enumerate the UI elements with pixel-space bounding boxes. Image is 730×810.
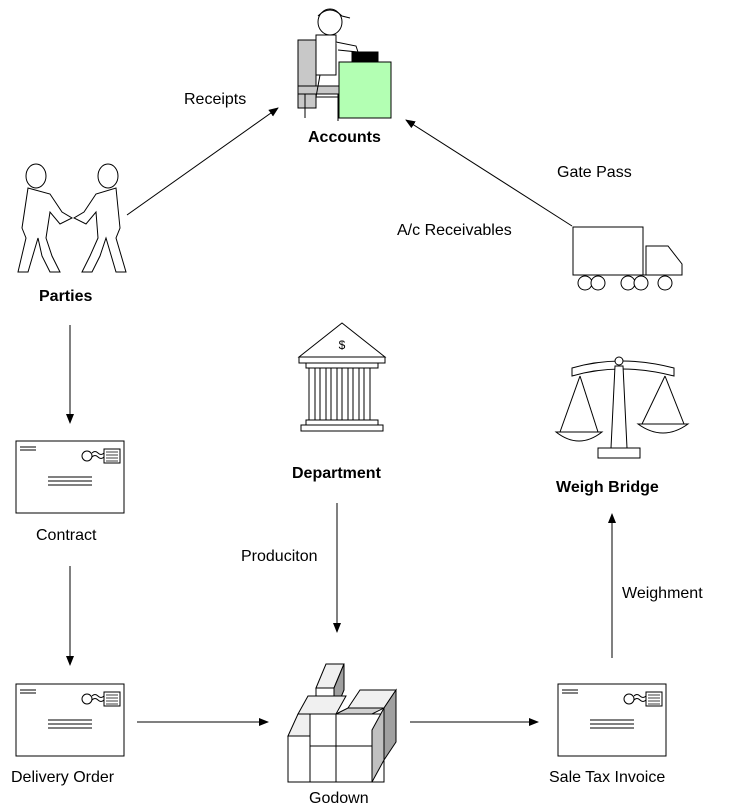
parties-label: Parties xyxy=(39,288,93,305)
delivery-order-label: Delivery Order xyxy=(11,769,115,786)
accountant-at-desk-icon xyxy=(297,8,392,121)
contract-envelope-icon xyxy=(15,440,125,514)
truck-icon xyxy=(572,226,683,291)
edge-parties-to-accounts xyxy=(126,107,279,216)
bank-building-icon: $ xyxy=(297,322,387,432)
produciton-edge-label: Produciton xyxy=(241,548,318,565)
ac-receivables-edge-label: A/c Receivables xyxy=(397,222,512,239)
stacked-boxes-icon xyxy=(287,663,397,783)
balance-scale-icon xyxy=(554,356,690,459)
sale-tax-invoice-envelope-icon xyxy=(557,683,667,757)
receipts-edge-label: Receipts xyxy=(184,91,247,108)
weighment-edge-label: Weighment xyxy=(622,585,703,602)
department-label: Department xyxy=(292,465,381,482)
accounts-label: Accounts xyxy=(308,129,381,146)
weigh-bridge-label: Weigh Bridge xyxy=(556,479,659,496)
edge-truck-to-accounts xyxy=(405,119,573,227)
contract-label: Contract xyxy=(36,527,97,544)
handshake-people-icon xyxy=(17,163,127,273)
sale-tax-invoice-label: Sale Tax Invoice xyxy=(549,769,666,786)
gate-pass-edge-label: Gate Pass xyxy=(557,164,632,181)
godown-label: Godown xyxy=(309,790,369,807)
delivery-order-envelope-icon xyxy=(15,683,125,757)
svg-text:$: $ xyxy=(339,338,346,352)
